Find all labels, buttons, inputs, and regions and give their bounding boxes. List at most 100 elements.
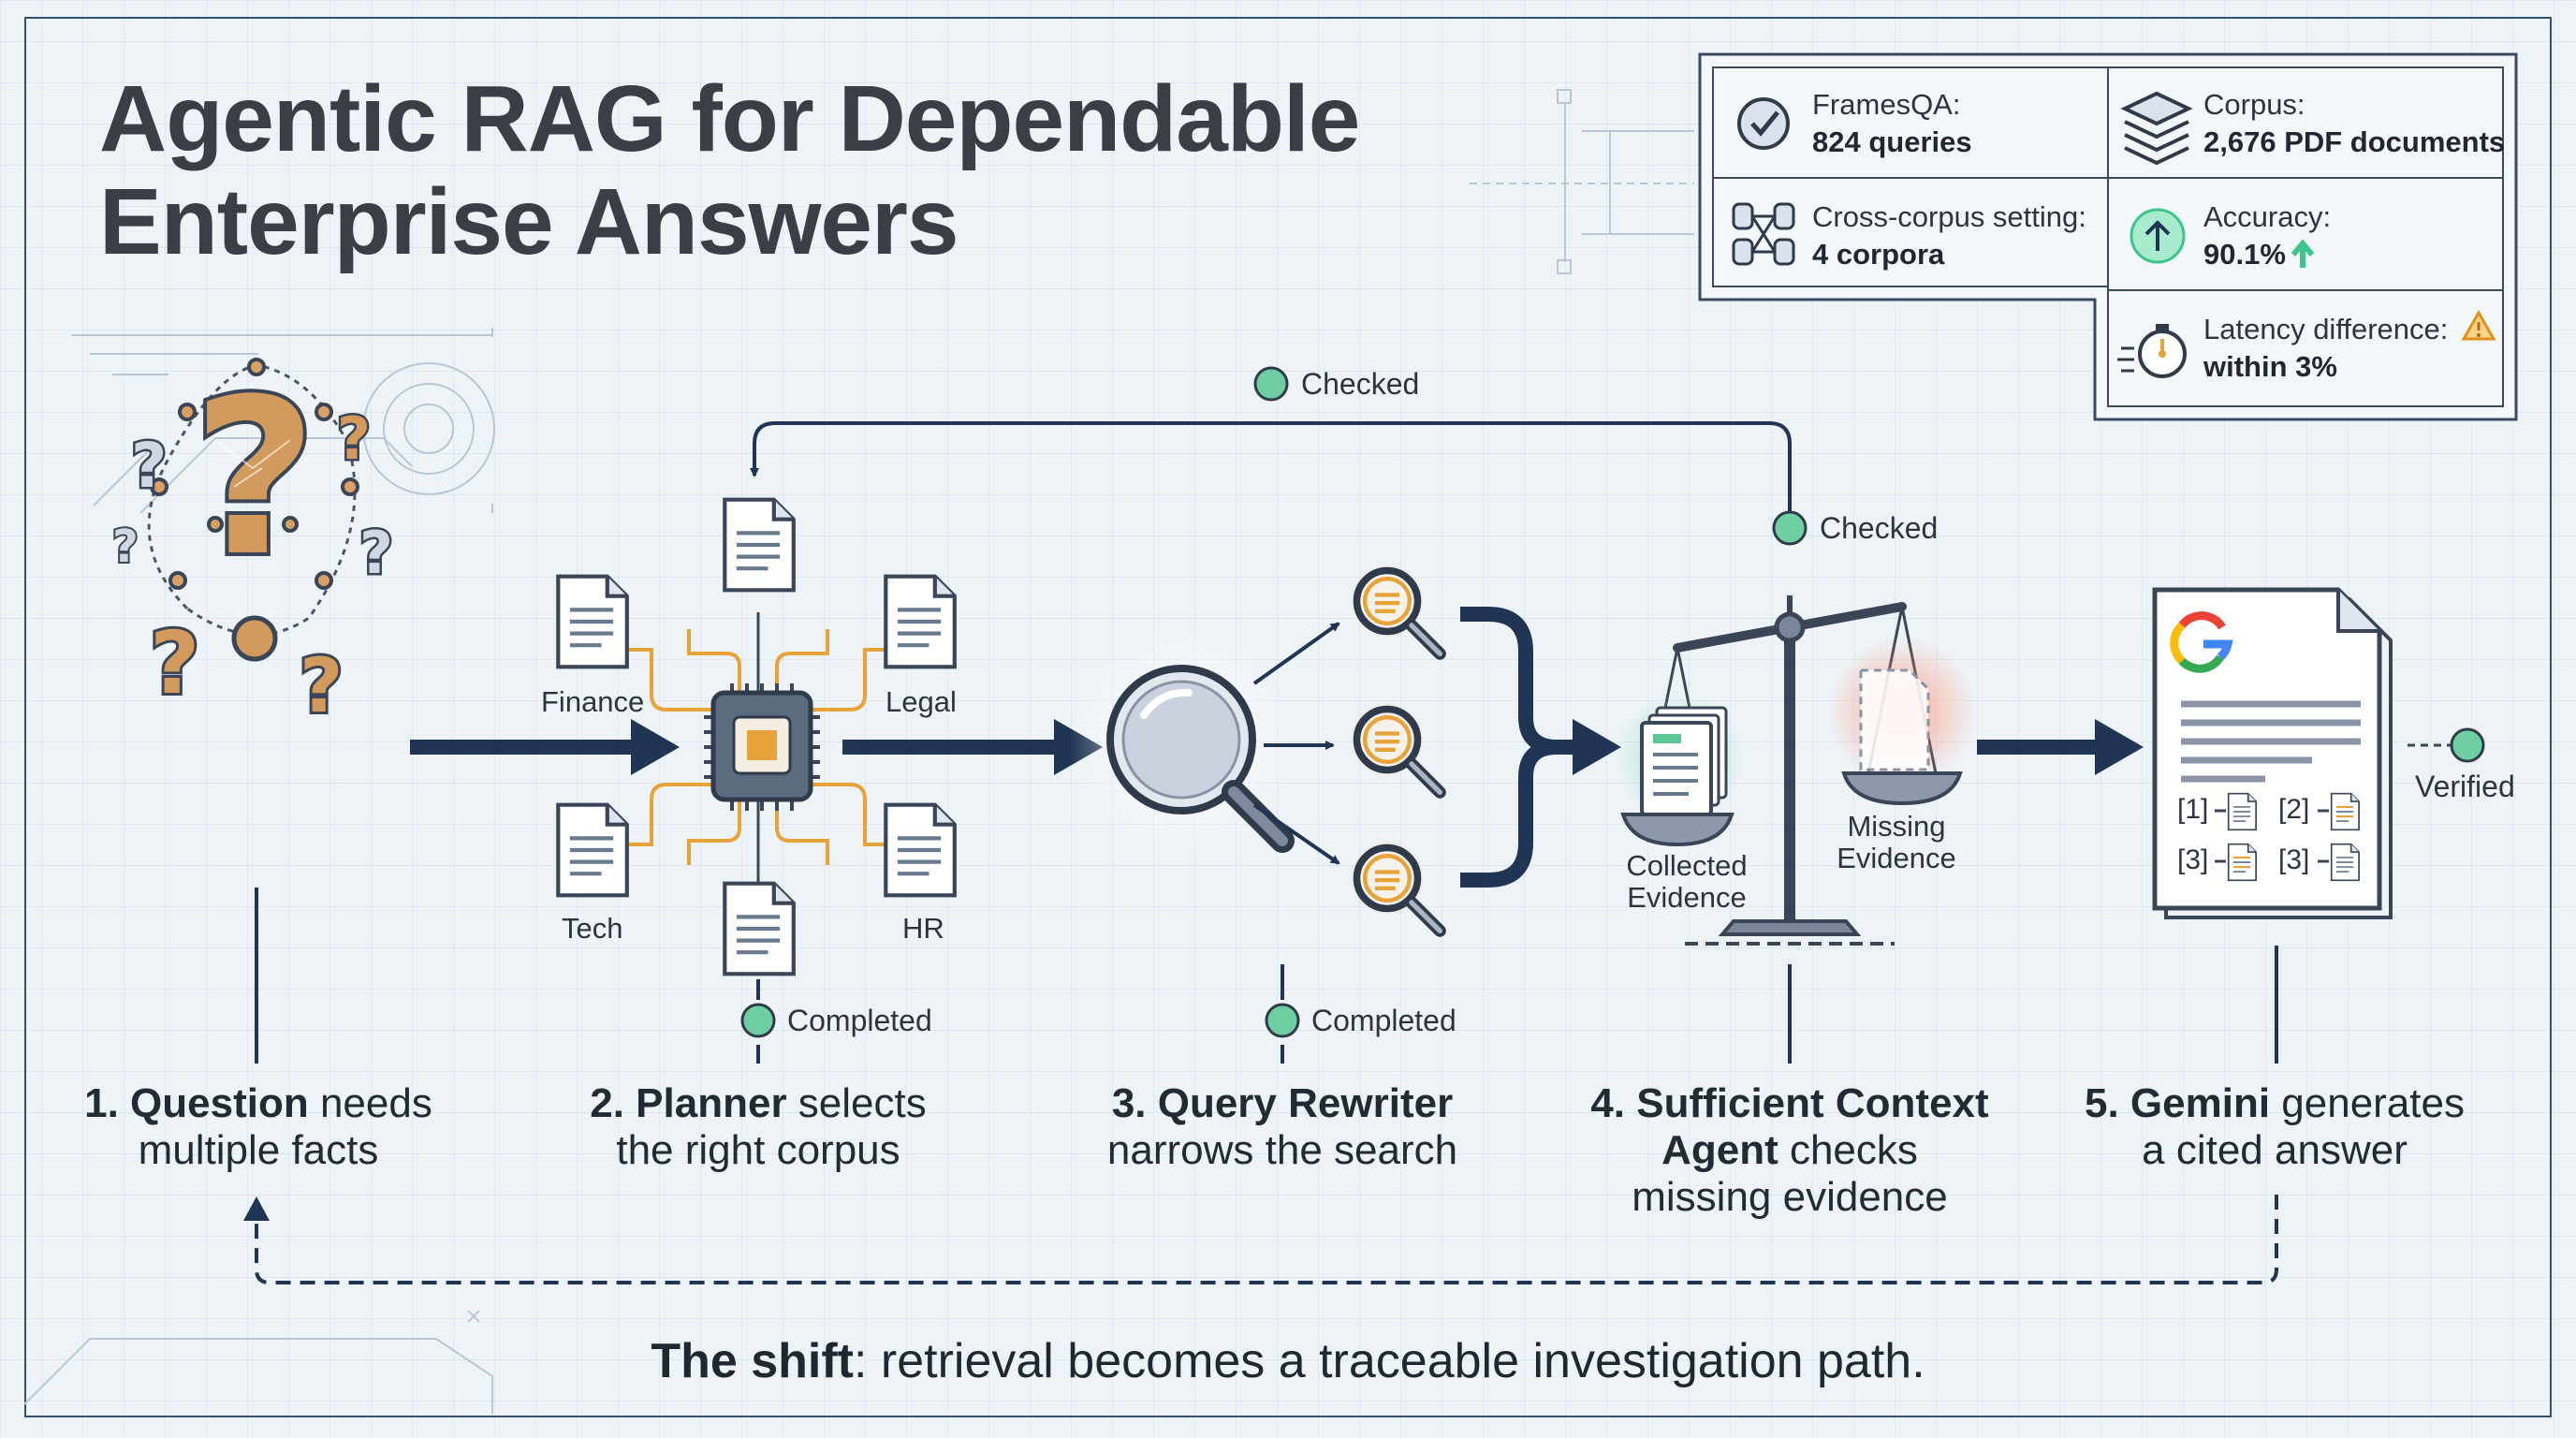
bottom-tagline-bold: The shift [651,1334,855,1388]
collected-evidence-line-1: Collected [1626,849,1748,882]
document-hr-icon [886,805,955,896]
step-2-title: 2. Planner [590,1080,787,1126]
title-line-2: Enterprise Answers [99,169,959,274]
warning-icon [2461,309,2496,341]
step-3-caption: 3. Query Rewriter narrows the search [1076,1080,1488,1174]
title-line-1: Agentic RAG for Dependable [99,66,1360,171]
search-query-icon-3 [1349,840,1441,932]
return-loop-dashed [255,1195,2278,1284]
question-cluster-icon: ? ? ? ? ? ? ? [110,350,395,732]
document-tech-icon [558,805,627,896]
step-connectors [255,888,2278,1064]
citation-doc-icon-2 [2330,792,2361,831]
planner-chip-circuit [629,612,887,882]
page-title: Agentic RAG for Dependable Enterprise An… [99,66,1360,274]
search-query-icon-1 [1349,563,1441,654]
big-magnifier-icon [1069,627,1295,853]
bottom-tagline: The shift: retrieval becomes a traceable… [0,1333,2576,1389]
svg-text:?: ? [112,521,139,573]
database-network-icon [1732,202,1795,266]
step-5-line-2: a cited answer [2142,1127,2408,1173]
corpus-label-tech: Tech [562,912,623,945]
decor-sketch-bottom [23,1310,493,1414]
step-2-title-rest: selects [786,1080,927,1126]
google-g-icon [2170,611,2233,673]
svg-text:?: ? [359,519,393,587]
check-circle-icon [1737,97,1790,150]
stat-latency-label: Latency difference: [2203,313,2449,345]
step-1-line-2: multiple facts [138,1127,379,1173]
step-1-title-rest: needs [308,1080,432,1126]
svg-text:?: ? [192,354,316,604]
step-3-line-2: narrows the search [1106,1127,1458,1173]
stat-latency-value: within 3% [2203,350,2337,383]
step-2-caption: 2. Planner selects the right corpus [552,1080,964,1174]
step-4-title: 4. Sufficient Context [1590,1080,1989,1126]
accuracy-trend-arrow-icon [2291,239,2315,268]
step-4-line-3: missing evidence [1632,1174,1948,1220]
stats-panel-frame [1698,52,2518,421]
citation-doc-icon-3 [2227,843,2258,882]
status-rewriter-completed: Completed [1311,1004,1456,1037]
svg-text:?: ? [337,404,371,473]
citation-label-3: [3] [2177,844,2209,875]
status-planner-completed: Completed [787,1004,932,1037]
outer-frame [24,17,2552,1417]
step-4-title-rest: checks [1778,1127,1918,1173]
missing-evidence-line-1: Missing [1847,810,1946,843]
layers-icon [2120,91,2193,166]
collected-evidence-line-2: Evidence [1627,881,1747,914]
stat-corpus-value: 2,676 PDF documents [2203,125,2506,158]
status-verified: Verified [2415,770,2515,803]
step-5-title: 5. Gemini [2084,1080,2271,1126]
status-agent-checked: Checked [1820,511,1939,545]
arrow-up-icon [2130,208,2186,264]
step-1-caption: 1. Question needs multiple facts [69,1080,447,1174]
step-1-title: 1. Question [84,1080,309,1126]
stat-framesqa-value: 824 queries [1812,125,1972,158]
corpus-label-legal: Legal [886,685,957,718]
answer-document-icon [2152,587,2393,919]
decor-sketch-right [1470,89,1694,274]
search-query-icon-2 [1349,701,1441,793]
step-5-caption: 5. Gemini generates a cited answer [2069,1080,2481,1174]
stopwatch-icon [2117,324,2187,378]
status-dots [740,366,2485,1038]
evidence-scale-icon [1614,595,1977,946]
rewrite-branch-arrows [1252,622,1340,865]
citation-label-4: [3] [2278,844,2310,875]
corpus-label-hr: HR [902,912,944,945]
svg-text:?: ? [131,430,167,502]
return-loop-arrowhead [243,1196,270,1221]
document-finance-icon [558,577,627,668]
planner-chip-icon [704,683,820,811]
stat-accuracy-value: 90.1% [2203,238,2286,271]
step-2-line-2: the right corpus [616,1127,900,1173]
flow-arrows [410,719,2144,775]
step-4-title-2: Agent [1661,1127,1778,1173]
missing-evidence-line-2: Evidence [1837,842,1956,874]
document-top-icon [724,500,794,591]
stat-accuracy-label: Accuracy: [2203,200,2332,233]
stat-framesqa-label: FramesQA: [1812,88,1961,121]
svg-text:?: ? [150,613,199,713]
merge-brace [1460,607,1561,888]
stat-cross-corpus-label: Cross-corpus setting: [1812,200,2086,233]
stats-panel: FramesQA: 824 queries Corpus: 2,676 PDF … [1700,54,2524,419]
citation-label-1: [1] [2177,794,2209,825]
document-legal-icon [886,577,955,668]
svg-text:?: ? [300,642,343,729]
citation-doc-icon-4 [2330,843,2360,882]
stat-cross-corpus-value: 4 corpora [1812,238,1945,271]
feedback-loop-arrow [750,421,1792,513]
stat-corpus-label: Corpus: [2203,88,2305,121]
missing-evidence-label: Missing Evidence [1822,811,1971,874]
corpus-label-finance: Finance [541,685,645,718]
citation-doc-icon-1 [2227,792,2257,831]
citation-label-2: [2] [2278,794,2310,825]
step-5-title-rest: generates [2270,1080,2465,1126]
status-loop-checked: Checked [1301,367,1420,401]
bottom-tagline-rest: : retrieval becomes a traceable investig… [854,1334,1925,1388]
decor-sketch-left [71,328,495,514]
